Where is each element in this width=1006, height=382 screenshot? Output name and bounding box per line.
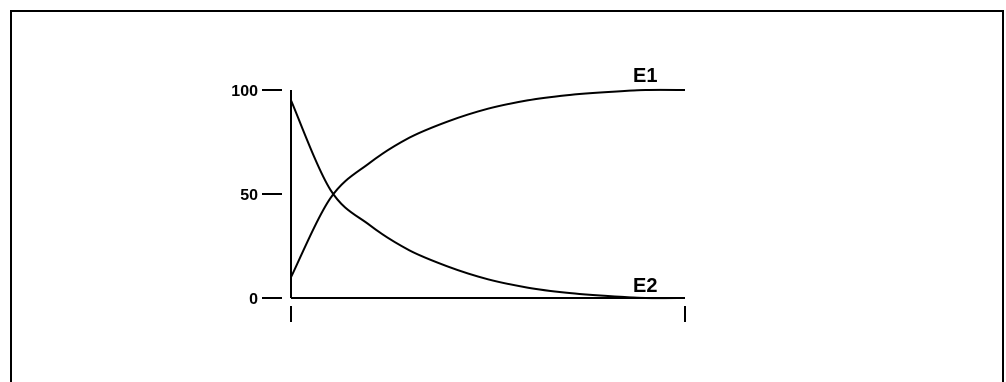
y-tick-label-50: 50 bbox=[240, 187, 258, 204]
y-tick-label-0: 0 bbox=[249, 291, 258, 308]
series-line-e2 bbox=[290, 99, 686, 300]
series-label-e2: E2 bbox=[633, 275, 657, 297]
chart-frame bbox=[10, 10, 1004, 382]
series-label-e1: E1 bbox=[633, 65, 657, 87]
series-line-e1 bbox=[290, 88, 686, 278]
y-tick-label-100: 100 bbox=[231, 83, 258, 100]
y-ticks: 0 50 100 bbox=[231, 83, 282, 308]
